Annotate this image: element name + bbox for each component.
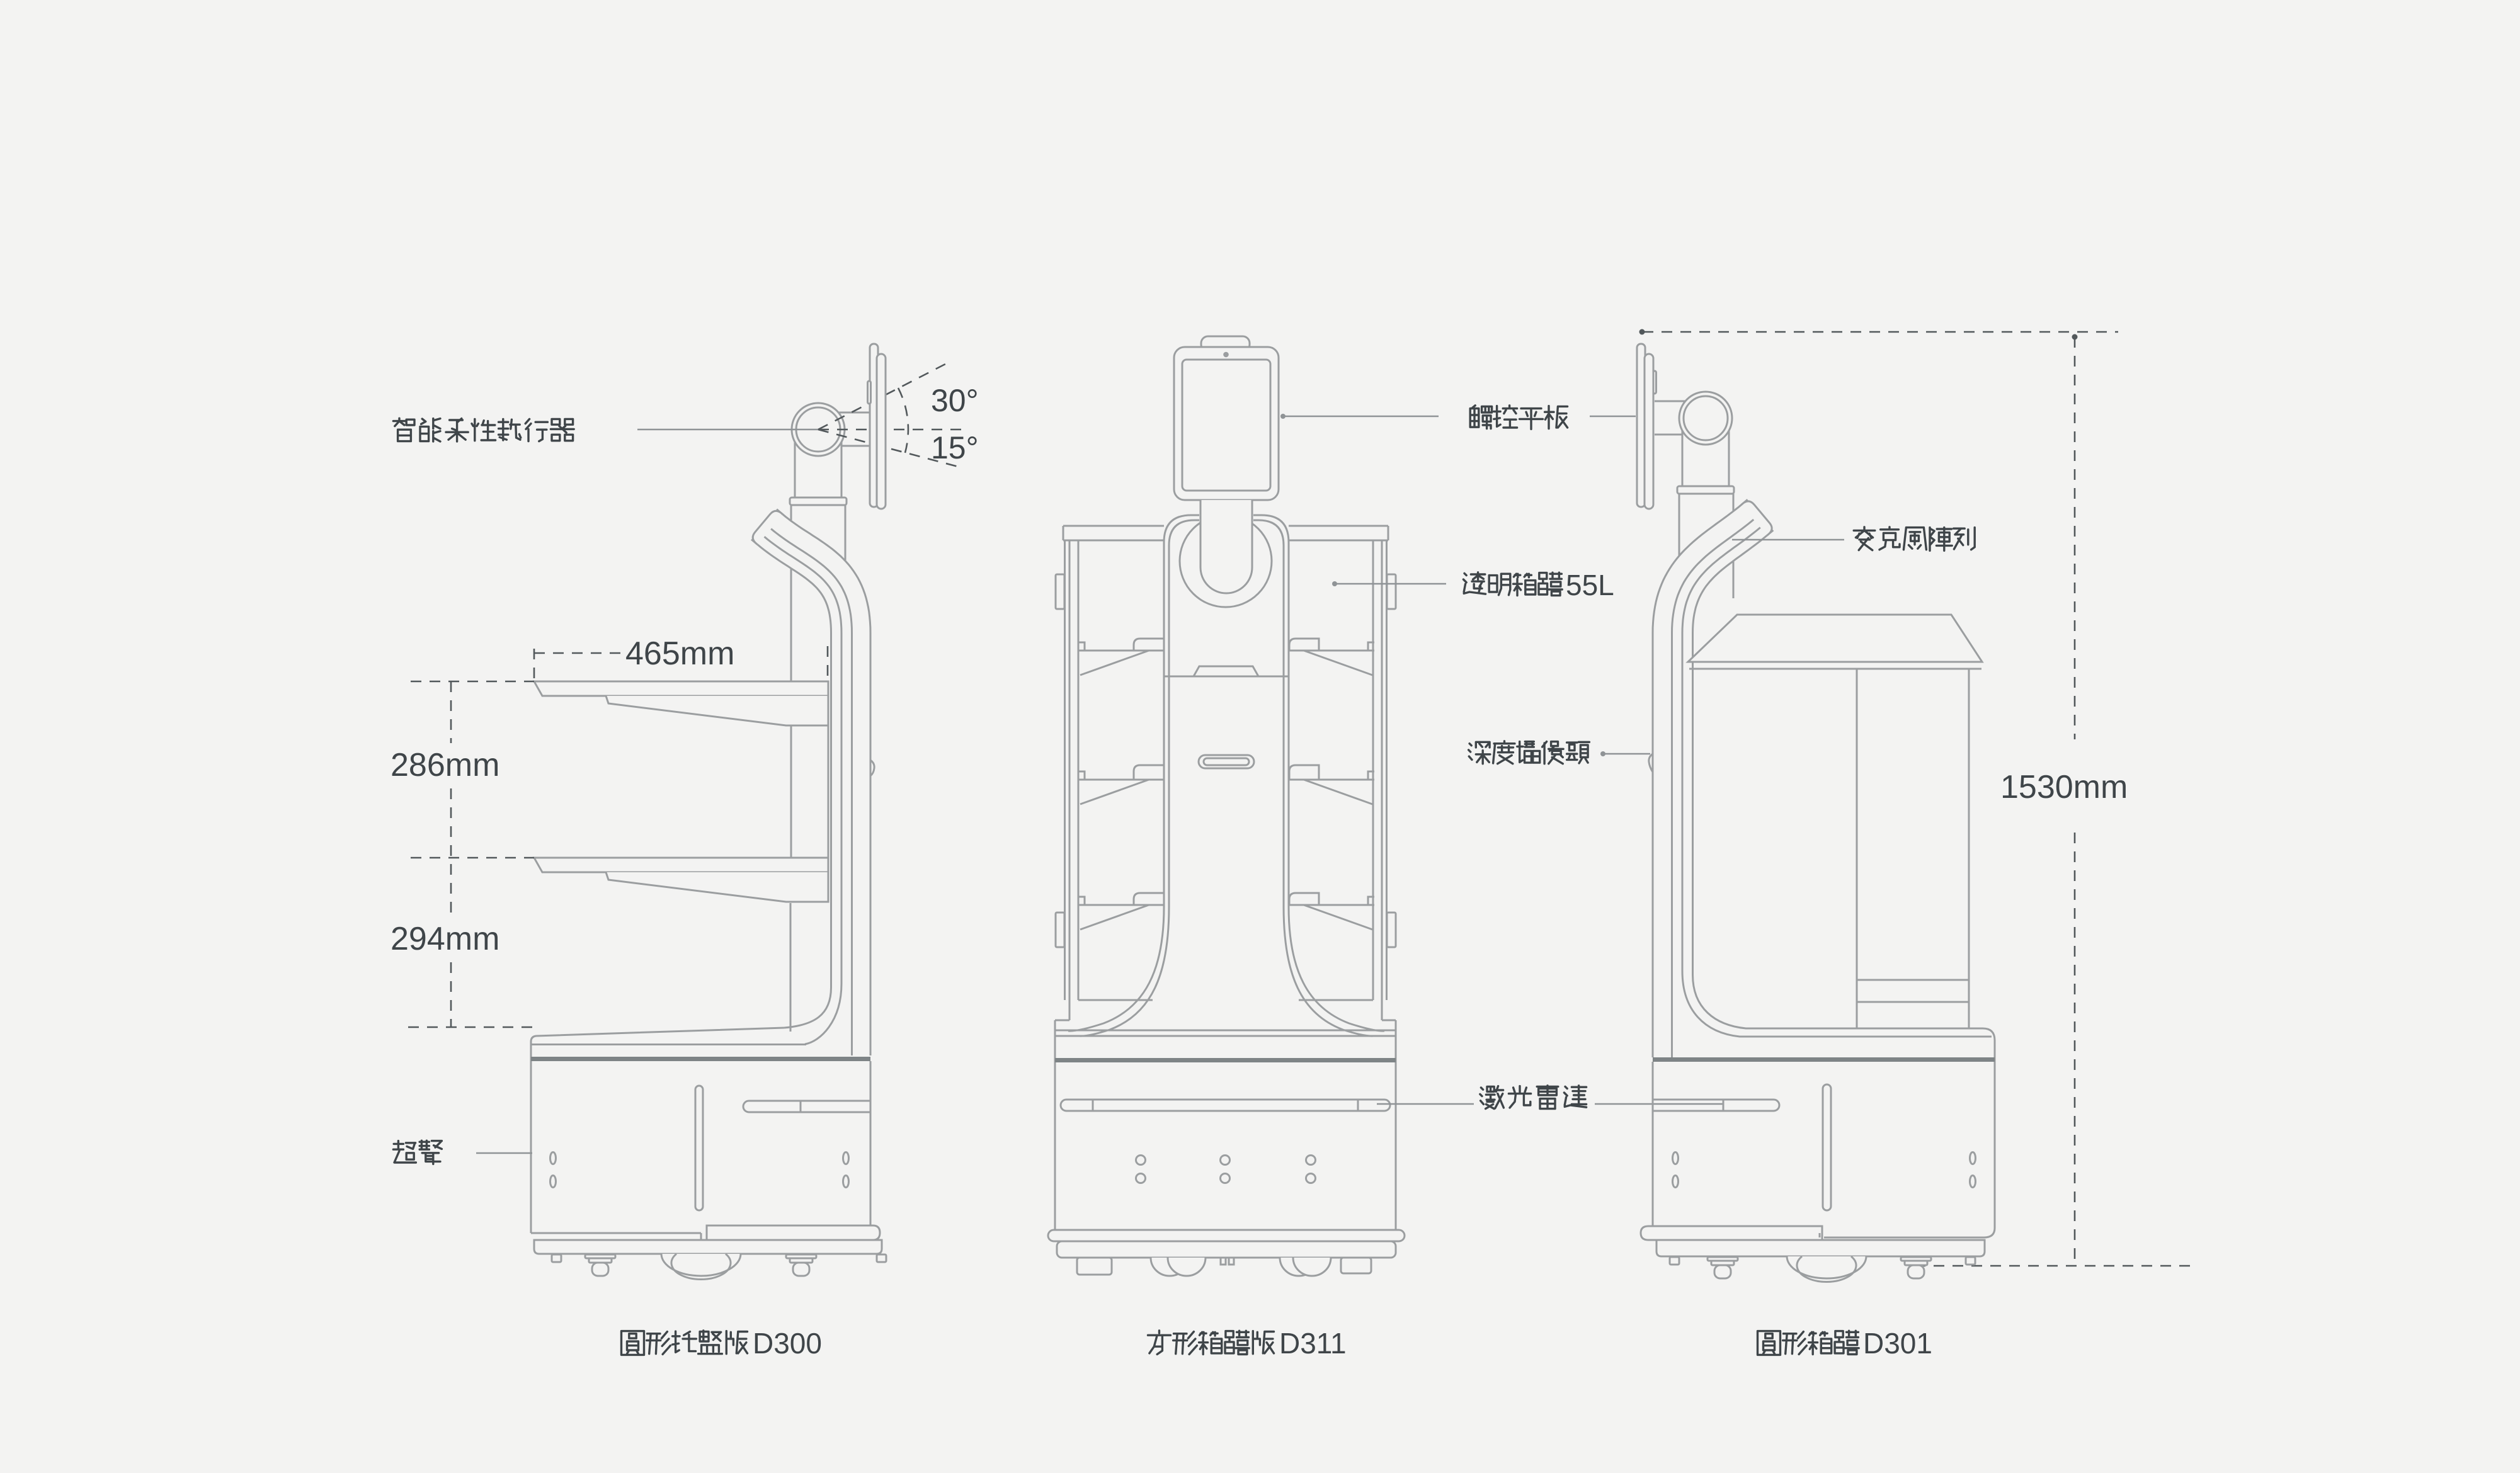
- svg-text:55L: 55L: [1566, 569, 1614, 601]
- svg-text:15°: 15°: [931, 430, 979, 465]
- svg-text:1530mm: 1530mm: [2000, 769, 2128, 805]
- svg-text:286mm: 286mm: [391, 747, 499, 783]
- svg-text:30°: 30°: [931, 383, 979, 418]
- svg-text:D300: D300: [753, 1327, 822, 1360]
- svg-text:294mm: 294mm: [391, 921, 499, 957]
- svg-text:465mm: 465mm: [625, 635, 734, 672]
- svg-text:D301: D301: [1863, 1327, 1932, 1360]
- svg-text:D311: D311: [1279, 1327, 1347, 1360]
